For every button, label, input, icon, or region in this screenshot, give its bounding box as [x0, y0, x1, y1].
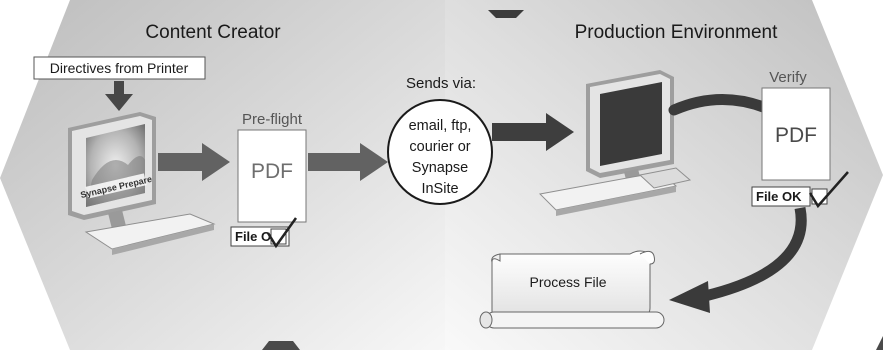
preflight-file-ok-text: File OK [235, 229, 281, 244]
content-creator-title: Content Creator [145, 22, 281, 43]
process-arrow-head [669, 281, 710, 313]
right-edge-wedge [876, 336, 883, 350]
directives-down-arrow [105, 81, 133, 111]
verify-file-ok-text: File OK [756, 189, 802, 204]
production-to-verify-curve [668, 94, 772, 116]
production-environment-title: Production Environment [575, 22, 778, 43]
directives-label: Directives from Printer [50, 60, 189, 76]
delivery-method-line-1: email, ftp, [409, 118, 472, 134]
top-wedge [488, 10, 524, 18]
preflight-pdf-document [237, 129, 307, 223]
delivery-method-line-4: InSite [421, 181, 458, 197]
delivery-methods-circle [387, 99, 493, 205]
verify-to-process-curve [703, 206, 807, 302]
directives-box [33, 56, 206, 80]
preflight-to-send-arrow [308, 143, 388, 181]
preflight-pdf-text: PDF [251, 160, 293, 183]
verify-checkmark-icon [808, 171, 849, 209]
preflight-label: Pre-flight [242, 111, 303, 128]
verify-pdf-text: PDF [775, 124, 817, 147]
production-computer-icon [538, 70, 692, 216]
process-file-scroll [479, 250, 665, 329]
delivery-method-line-3: Synapse [412, 160, 468, 176]
content-creator-panel [0, 0, 445, 350]
sends-via-label: Sends via: [406, 75, 476, 92]
delivery-method-line-2: courier or [409, 139, 470, 155]
send-to-production-arrow [492, 113, 574, 151]
verify-label: Verify [769, 69, 807, 86]
checkmark-icon [266, 217, 298, 249]
verify-file-ok-badge [751, 186, 811, 207]
creator-computer-icon: Synapse Prepare [68, 112, 216, 255]
bottom-wedge [262, 341, 300, 350]
creator-to-preflight-arrow [158, 143, 230, 181]
verify-pdf-document [761, 87, 831, 181]
process-file-label: Process File [529, 274, 606, 290]
